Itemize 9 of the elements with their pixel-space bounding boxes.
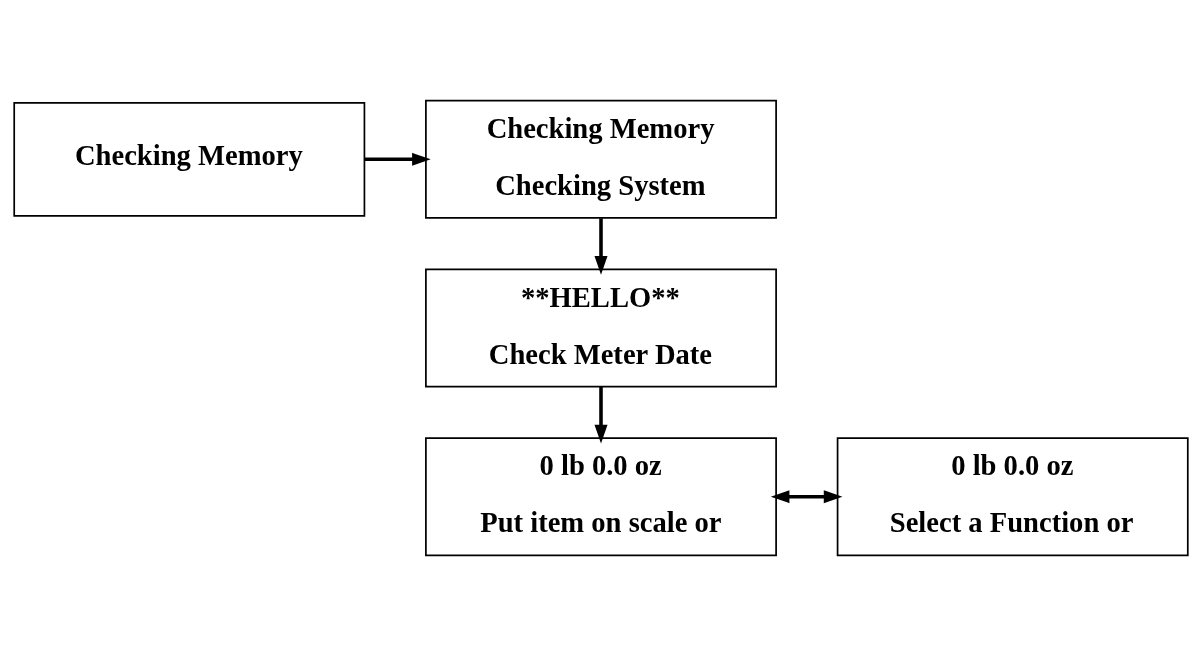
node-box: **HELLO** Check Meter Date	[425, 268, 777, 388]
arrow	[770, 490, 843, 504]
arrow	[364, 152, 431, 166]
node-box: Checking Memory	[13, 102, 366, 217]
arrow	[594, 387, 608, 444]
node-box: Checking Memory Checking System	[425, 99, 777, 219]
node-box: 0 lb 0.0 oz Put item on scale or	[425, 437, 777, 557]
arrow	[594, 218, 608, 275]
node-box: 0 lb 0.0 oz Select a Function or	[836, 437, 1189, 557]
